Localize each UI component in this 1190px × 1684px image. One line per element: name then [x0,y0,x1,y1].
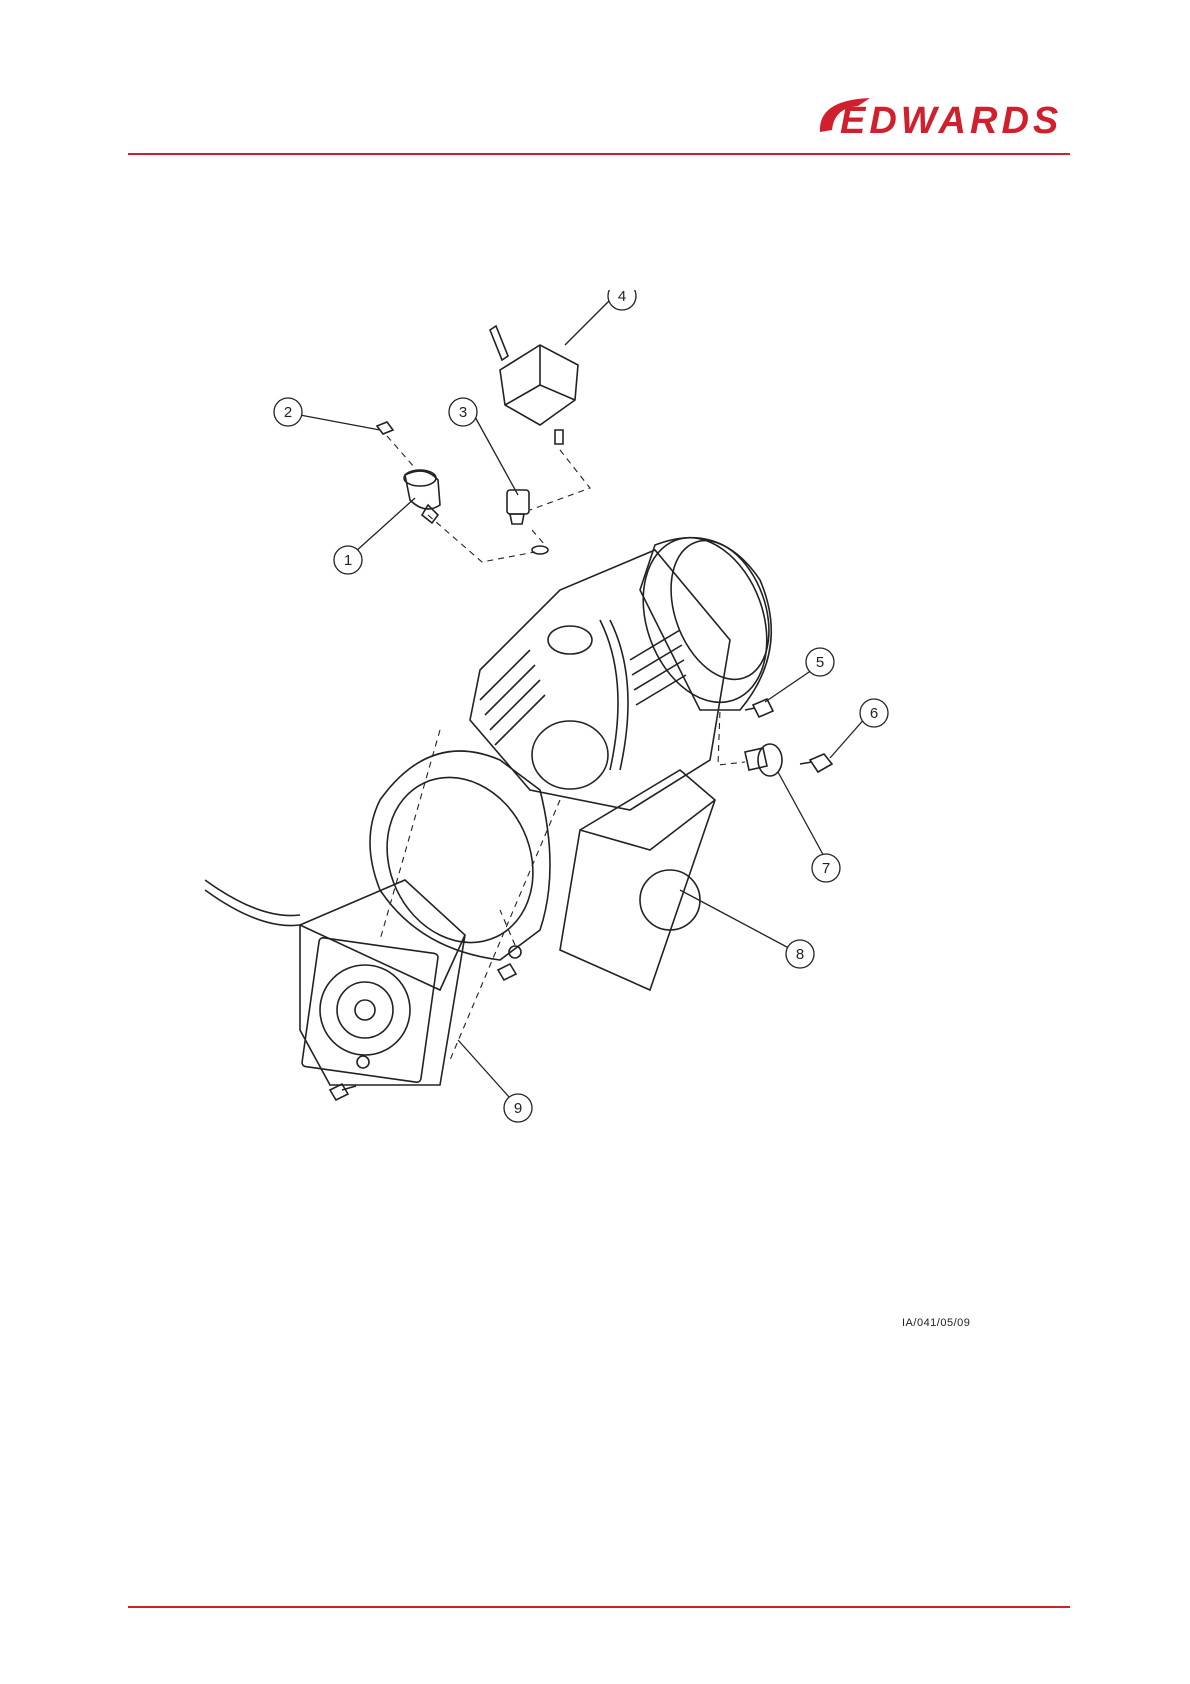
edwards-logo: EDWARDS [800,92,1070,152]
callout-label-9: 9 [514,1100,522,1117]
callout-label-8: 8 [796,946,804,963]
footer-rule [128,1606,1070,1608]
figure-reference: IA/041/05/09 [902,1317,970,1329]
callout-label-5: 5 [816,654,824,671]
assembly-illustration: 2 3 4 1 5 6 7 8 9 [200,290,1000,1220]
pump-motor-housing [640,538,771,710]
callout-label-7: 7 [822,860,830,877]
part-2-plug [377,422,393,434]
part-3-knob [507,490,529,514]
part-5-screw [745,699,773,717]
logo-wordmark: EDWARDS [840,100,1062,143]
part-6-bolt [800,754,832,772]
pump-head-body [470,550,730,810]
exploded-assembly-drawing: 2 3 4 1 5 6 7 8 9 [200,290,1000,1220]
header-rule [128,153,1070,155]
screw-side [498,964,516,980]
callout-label-1: 1 [344,552,352,569]
callout-label-6: 6 [870,705,878,722]
callout-label-2: 2 [284,404,292,421]
cable [205,880,300,916]
fan-housing-front [300,880,465,1085]
callout-label-3: 3 [459,404,467,421]
callout-label-4: 4 [618,290,626,305]
screw-bottom [330,1084,356,1100]
part-1-fitting [405,471,440,509]
